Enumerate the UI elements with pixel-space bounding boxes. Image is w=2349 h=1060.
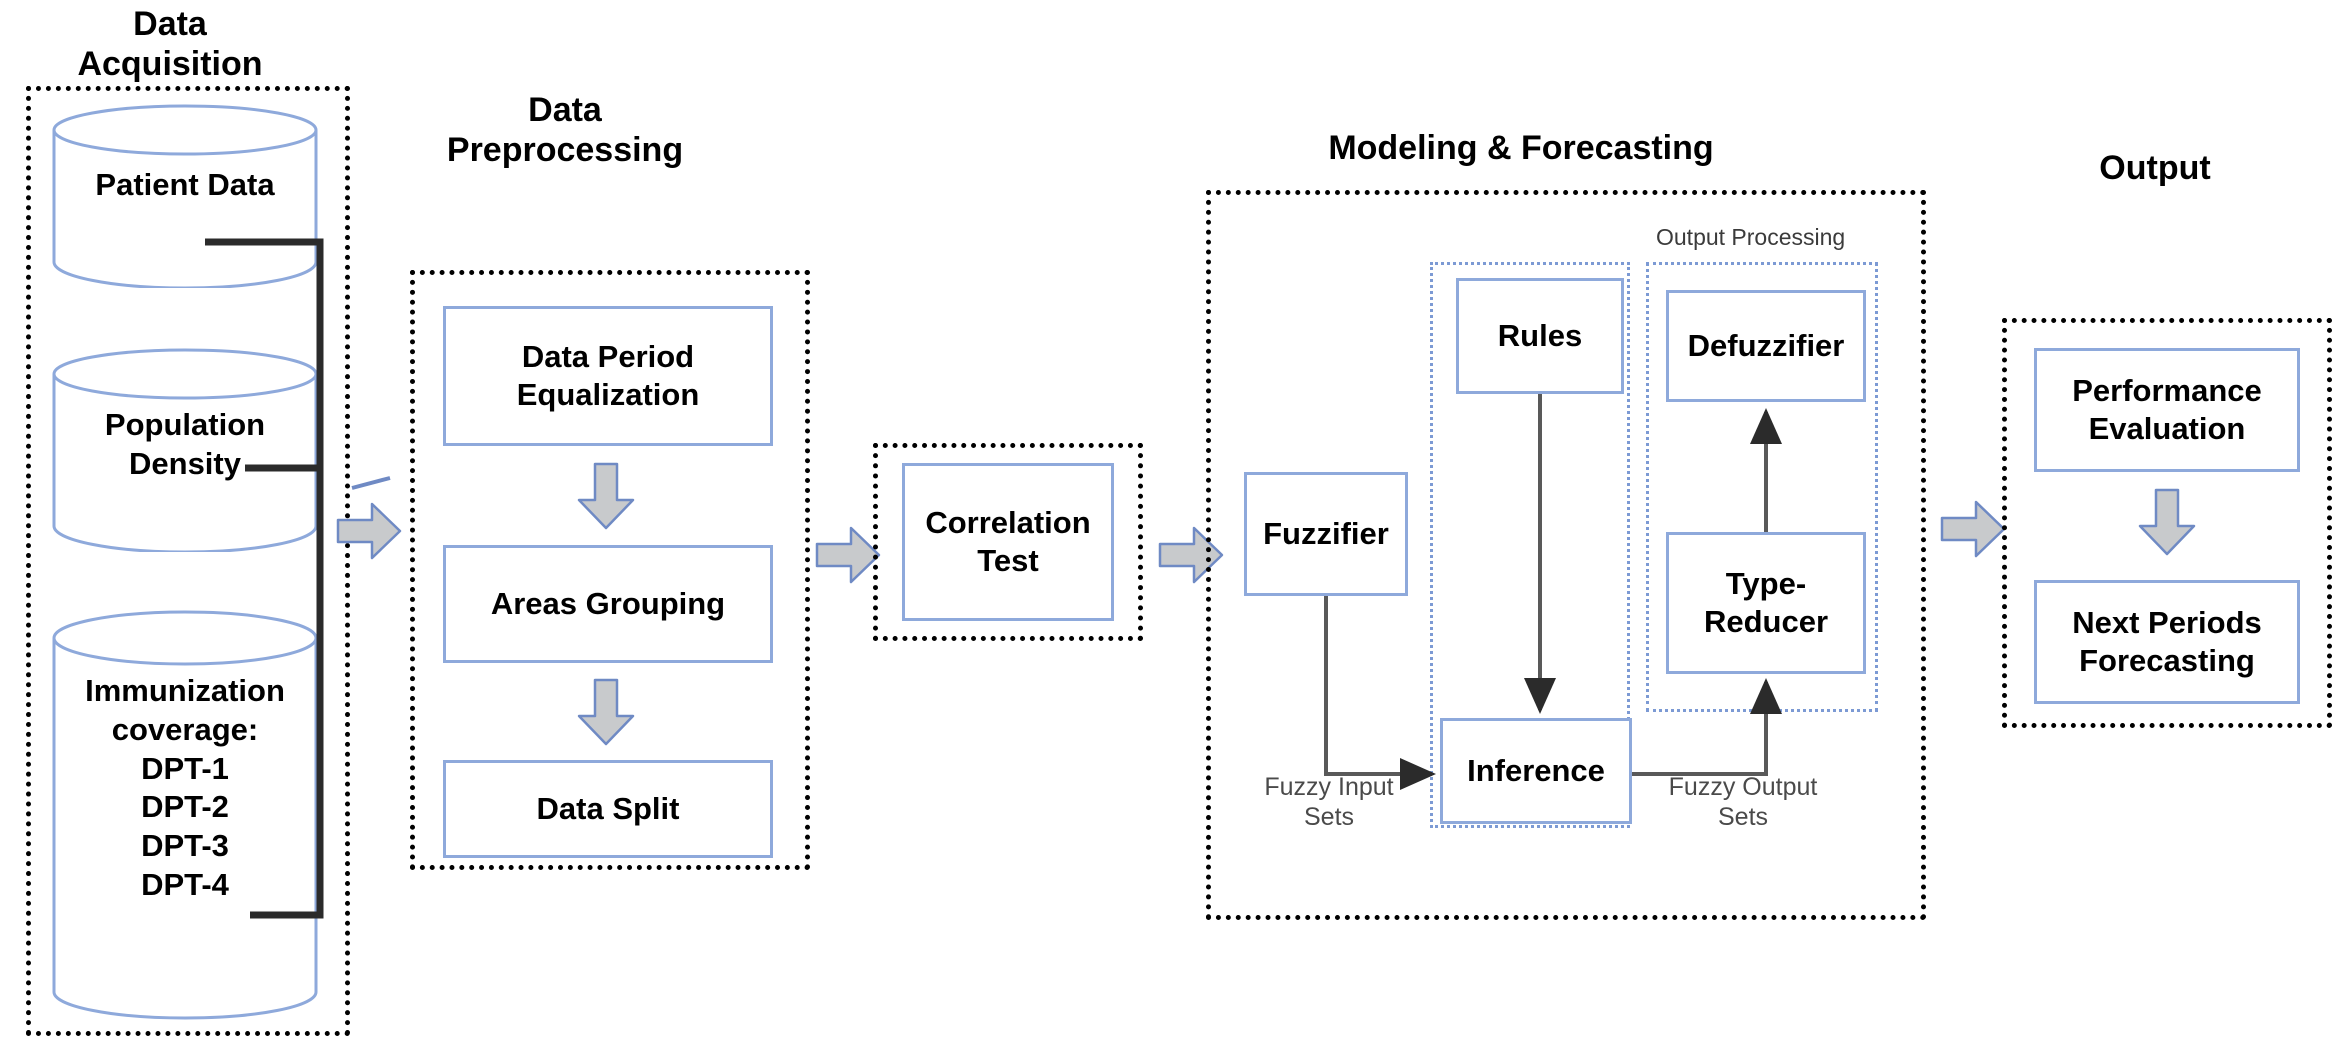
stage-container-output: [2002, 318, 2332, 728]
process-box-next-periods-forecasting[interactable]: Next Periods Forecasting: [2034, 580, 2300, 704]
datastore-patient-data[interactable]: Patient Data: [50, 104, 320, 288]
process-box-areas-grouping[interactable]: Areas Grouping: [443, 545, 773, 663]
inner-group-rule-base: [1430, 262, 1630, 828]
process-box-fuzzifier[interactable]: Fuzzifier: [1244, 472, 1408, 596]
connector-label-fuzzy-input-sets: Fuzzy Input Sets: [1264, 773, 1394, 831]
process-box-rules[interactable]: Rules: [1456, 278, 1624, 394]
wire-blue-tick: [351, 476, 391, 490]
process-box-inference[interactable]: Inference: [1440, 718, 1632, 824]
flow-arrow-equalization-to-grouping: [575, 462, 637, 530]
section-title-data-preprocessing: Data Preprocessing: [446, 91, 684, 170]
section-title-data-acquisition: Data Acquisition: [77, 5, 263, 84]
stage-container-data-acquisition: [26, 86, 350, 1036]
datastore-immunization-coverage[interactable]: Immunization coverage: DPT-1 DPT-2 DPT-3…: [50, 610, 320, 1020]
flow-arrow-acquisition-to-preprocessing: [336, 500, 402, 562]
flow-arrow-grouping-to-split: [575, 678, 637, 746]
process-box-correlation-test[interactable]: Correlation Test: [902, 463, 1114, 621]
process-box-data-split[interactable]: Data Split: [443, 760, 773, 858]
section-title-modeling-forecasting: Modeling & Forecasting: [1328, 129, 1714, 167]
process-box-performance-evaluation[interactable]: Performance Evaluation: [2034, 348, 2300, 472]
process-box-defuzzifier[interactable]: Defuzzifier: [1666, 290, 1866, 402]
datastore-population-density[interactable]: Population Density: [50, 348, 320, 552]
stage-container-correlation-test: [873, 443, 1143, 641]
section-title-output: Output: [2099, 149, 2211, 187]
stage-container-data-preprocessing: [410, 270, 810, 870]
process-box-type-reducer[interactable]: Type- Reducer: [1666, 532, 1866, 674]
flow-arrow-evaluation-to-forecasting: [2136, 488, 2198, 556]
process-box-data-period-equalization[interactable]: Data Period Equalization: [443, 306, 773, 446]
flow-arrow-modeling-to-output: [1940, 498, 2006, 560]
connector-label-fuzzy-output-sets: Fuzzy Output Sets: [1668, 773, 1818, 831]
stage-container-modeling-forecasting: [1206, 190, 1926, 920]
flow-arrow-preprocessing-to-correlation: [815, 524, 881, 586]
inner-group-label-output-processing: Output Processing: [1656, 224, 1846, 250]
